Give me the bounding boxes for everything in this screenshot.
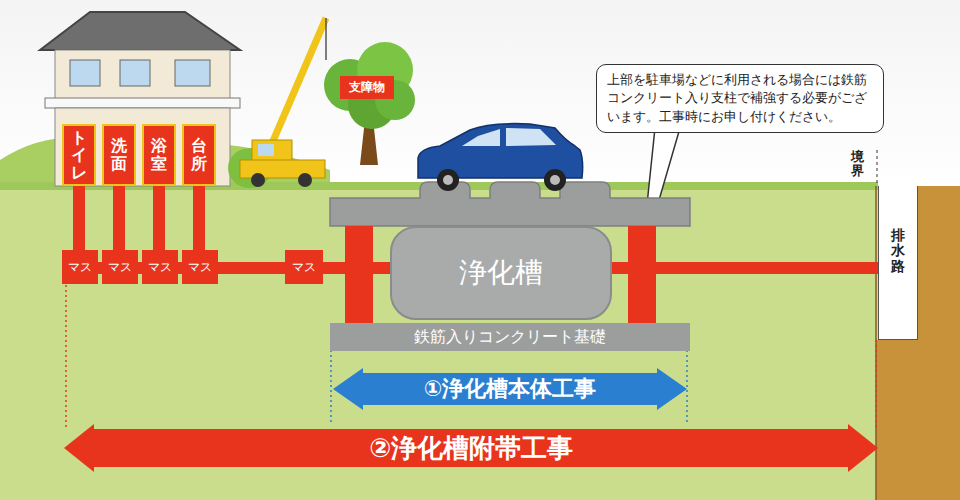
- node-text: マス: [68, 259, 92, 276]
- node-text: マス: [292, 259, 316, 276]
- node-text: マス: [148, 259, 172, 276]
- room-label: 洗面: [102, 124, 136, 186]
- catch-basin: マス: [102, 250, 138, 284]
- node-text: 上部を駐車場などに利用される場合には鉄筋コンクリート入り支柱で補強する必要がござ…: [607, 71, 873, 125]
- node-text: 浄化槽: [459, 254, 543, 292]
- sky: [0, 0, 960, 190]
- range-arrow: ②浄化槽附帯工事: [64, 424, 878, 472]
- car: [418, 124, 583, 191]
- node-text: 鉄筋入りコンクリート基礎: [414, 327, 606, 348]
- note-callout: 上部を駐車場などに利用される場合には鉄筋コンクリート入り支柱で補強する必要がござ…: [596, 64, 884, 133]
- support-column: [345, 226, 373, 323]
- node-text: 排水路: [891, 228, 905, 274]
- node-text: ②浄化槽附帯工事: [369, 431, 573, 466]
- room-label: トイレ: [62, 124, 96, 186]
- trench-wall: [875, 186, 877, 500]
- node-text: トイレ: [71, 129, 87, 182]
- drainage-channel: 排水路: [878, 186, 918, 340]
- room-label: 浴室: [142, 124, 176, 186]
- boundary-line: [877, 150, 878, 186]
- soil: [876, 340, 920, 500]
- soil: [918, 186, 960, 500]
- node-text: 支障物: [349, 79, 385, 96]
- drain-pipe: [113, 186, 125, 250]
- arrow-fill: [64, 424, 878, 472]
- arrow-fill: [333, 368, 687, 410]
- ground: [0, 186, 878, 500]
- room-label: 台所: [182, 124, 216, 186]
- crane: [240, 18, 326, 187]
- extent-line: [65, 285, 67, 428]
- house: [40, 12, 240, 186]
- boundary-label: 境界: [851, 150, 864, 179]
- obstacle-tag: 支障物: [340, 76, 394, 99]
- catch-basin: マス: [62, 250, 98, 284]
- extent-line: [330, 350, 332, 422]
- septic-tank: 浄化槽: [390, 226, 612, 320]
- node-text: マス: [108, 259, 132, 276]
- concrete-foundation: 鉄筋入りコンクリート基礎: [330, 323, 690, 351]
- drain-pipe: [73, 186, 85, 250]
- drain-pipe: [153, 186, 165, 250]
- concrete-slab: [330, 182, 690, 226]
- drain-pipe: [323, 262, 390, 274]
- extent-line: [875, 340, 877, 428]
- drain-pipe: [218, 262, 285, 274]
- drain-pipe: [193, 186, 205, 250]
- node-text: 浴室: [151, 137, 167, 172]
- support-column: [628, 226, 656, 323]
- tree: [324, 42, 415, 165]
- drain-pipe: [612, 262, 878, 274]
- extent-line: [686, 350, 688, 422]
- node-text: マス: [188, 259, 212, 276]
- range-arrow: ①浄化槽本体工事: [333, 368, 687, 410]
- catch-basin: マス: [142, 250, 178, 284]
- catch-basin: マス: [182, 250, 218, 284]
- node-text: 台所: [191, 137, 207, 172]
- catch-basin: マス: [285, 250, 323, 284]
- node-text: 洗面: [111, 137, 127, 172]
- node-text: ①浄化槽本体工事: [424, 374, 597, 404]
